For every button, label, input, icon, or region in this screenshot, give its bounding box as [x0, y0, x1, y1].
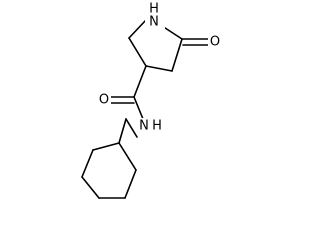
ring-nh-label-bg: [145, 4, 165, 30]
amide-nitrogen-label: N: [139, 119, 149, 134]
bond-c2-n1: [128, 19, 147, 39]
bond-c3-camide: [133, 65, 147, 98]
bond-cy3-cy4: [81, 176, 100, 199]
bond-cy1-cy2: [92, 142, 120, 151]
bond-cy6-cy1: [118, 142, 137, 171]
bond-c3-c2: [128, 37, 147, 67]
ring-hydrogen-label: H: [149, 2, 159, 17]
amide-nh-label-bg: [137, 118, 163, 134]
bond-cy5-cy6: [124, 169, 137, 199]
bond-n-ch2: [125, 118, 138, 138]
bond-c4-c3: [145, 65, 173, 72]
ring-oxygen-label-bg: [208, 34, 222, 50]
bond-ch2-ring: [118, 118, 127, 144]
bond-camide-n: [133, 96, 144, 120]
bond-c5-c4: [171, 38, 183, 72]
amide-oxygen-label-bg: [97, 92, 111, 108]
amide-oxygen-label: O: [99, 93, 109, 108]
amide-hydrogen-label: H: [152, 119, 162, 134]
bond-cy2-cy3: [81, 149, 94, 178]
ring-nitrogen-label: N: [149, 15, 159, 30]
ring-oxygen-label: O: [210, 35, 220, 50]
structure-diagram: N H O O N H: [81, 2, 222, 199]
molecule-canvas: N H O O N H: [81, 1, 222, 199]
